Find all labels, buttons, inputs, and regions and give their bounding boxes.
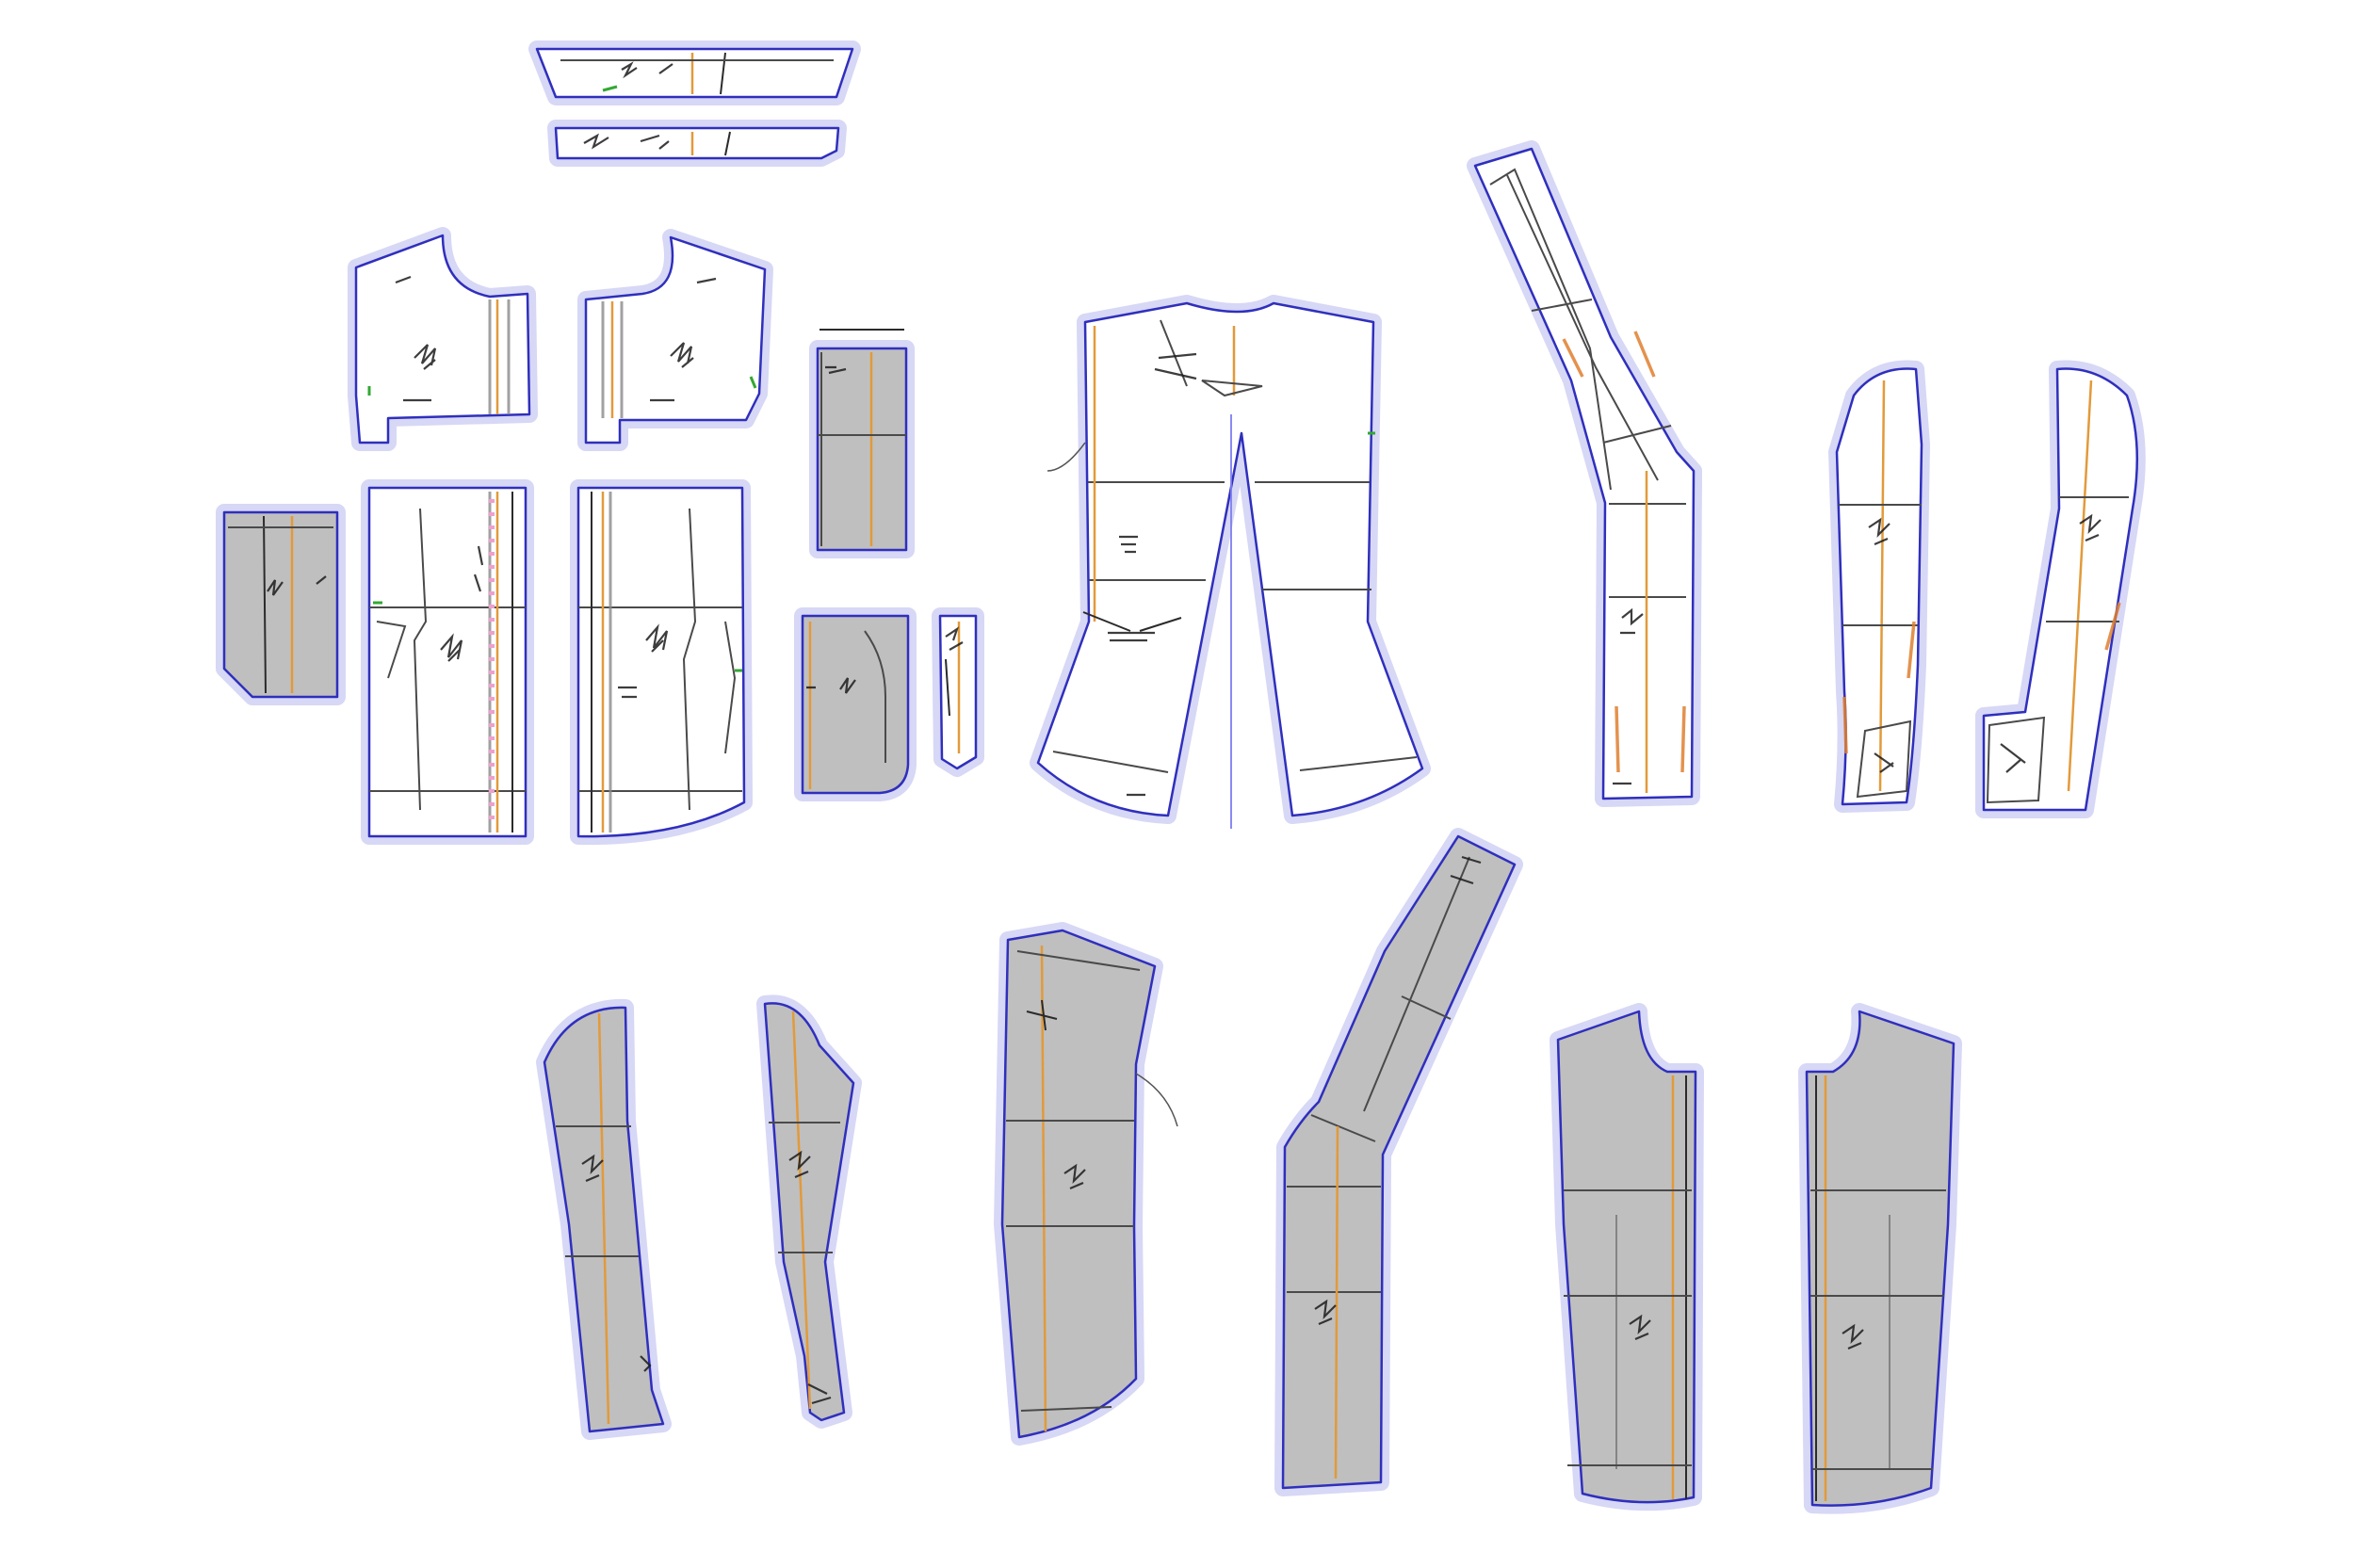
pattern-piece-waistband-top[interactable] (528, 40, 861, 105)
pattern-piece-body-left[interactable] (361, 479, 534, 845)
pattern-piece-lining-sleeve-1[interactable] (536, 998, 672, 1440)
pattern-piece-body-right[interactable] (570, 479, 753, 846)
pattern-piece-pocket-left[interactable] (216, 504, 346, 705)
pattern-piece-sleeve-2[interactable] (1975, 360, 2146, 818)
pattern-piece-lining-panel[interactable] (994, 922, 1178, 1446)
pattern-piece-lining-leg-bent[interactable] (1274, 828, 1523, 1496)
pattern-piece-yoke-left[interactable] (348, 227, 538, 451)
pattern-piece-yoke-right[interactable] (577, 229, 773, 451)
pattern-piece-waistband-bottom[interactable] (547, 120, 847, 167)
pattern-piece-lining-front-right[interactable] (1798, 1003, 1962, 1514)
pattern-piece-strip[interactable] (932, 607, 984, 777)
pattern-piece-lining-front-left[interactable] (1550, 1003, 1704, 1511)
pattern-piece-pocket-small[interactable] (794, 607, 917, 801)
pattern-piece-sleeve-1[interactable] (1828, 360, 1930, 813)
pattern-piece-lining-sleeve-2[interactable] (756, 994, 862, 1429)
pattern-piece-trousers[interactable] (1030, 295, 1431, 829)
pattern-piece-pocket-tall[interactable] (809, 329, 915, 558)
pattern-piece-leg-bent[interactable] (1467, 140, 1702, 807)
